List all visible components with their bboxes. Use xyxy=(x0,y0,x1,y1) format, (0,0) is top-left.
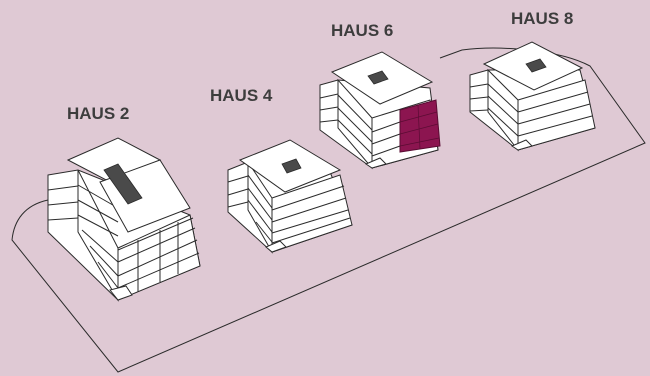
label-haus-2[interactable]: HAUS 2 xyxy=(67,104,130,123)
building-haus-4[interactable] xyxy=(227,139,353,254)
label-haus-6[interactable]: HAUS 6 xyxy=(331,21,394,40)
haus-6-highlight xyxy=(399,99,441,153)
site-boundary xyxy=(11,47,646,373)
label-haus-8[interactable]: HAUS 8 xyxy=(511,9,574,28)
label-haus-4[interactable]: HAUS 4 xyxy=(210,86,273,105)
building-haus-8[interactable] xyxy=(469,41,596,152)
building-haus-6[interactable] xyxy=(319,51,441,170)
building-haus-2[interactable] xyxy=(47,137,201,302)
